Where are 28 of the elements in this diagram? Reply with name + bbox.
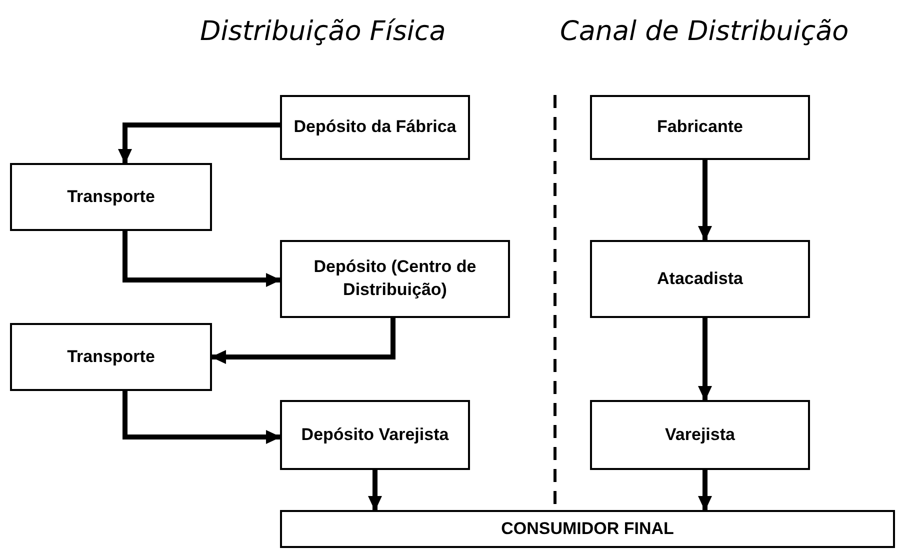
process-box	[590, 95, 810, 160]
process-box	[590, 240, 810, 318]
arrow	[122, 231, 281, 287]
arrow	[698, 160, 712, 241]
arrow	[698, 318, 712, 401]
process-box	[10, 323, 212, 391]
box-label: Depósito da Fábrica	[294, 116, 456, 138]
box-label: Fabricante	[657, 116, 743, 138]
box-label: Transporte	[67, 186, 155, 208]
arrow	[698, 470, 712, 511]
box-label: Depósito (Centro de Distribuição)	[312, 256, 478, 301]
process-box	[280, 95, 470, 160]
box-label: Transporte	[67, 346, 155, 368]
process-box	[280, 400, 470, 470]
arrow	[122, 391, 281, 444]
process-box	[280, 510, 895, 548]
box-label: Atacadista	[657, 268, 743, 290]
box-label: Varejista	[665, 424, 735, 446]
arrow	[118, 122, 280, 164]
column-heading: Distribuição Física	[200, 18, 446, 45]
column-heading: Canal de Distribuição	[560, 18, 849, 45]
box-label: CONSUMIDOR FINAL	[501, 518, 674, 540]
process-box	[590, 400, 810, 470]
process-box	[10, 163, 212, 231]
arrow	[211, 318, 396, 364]
process-box	[280, 240, 510, 318]
box-label: Depósito Varejista	[301, 424, 449, 446]
arrow	[368, 470, 382, 511]
